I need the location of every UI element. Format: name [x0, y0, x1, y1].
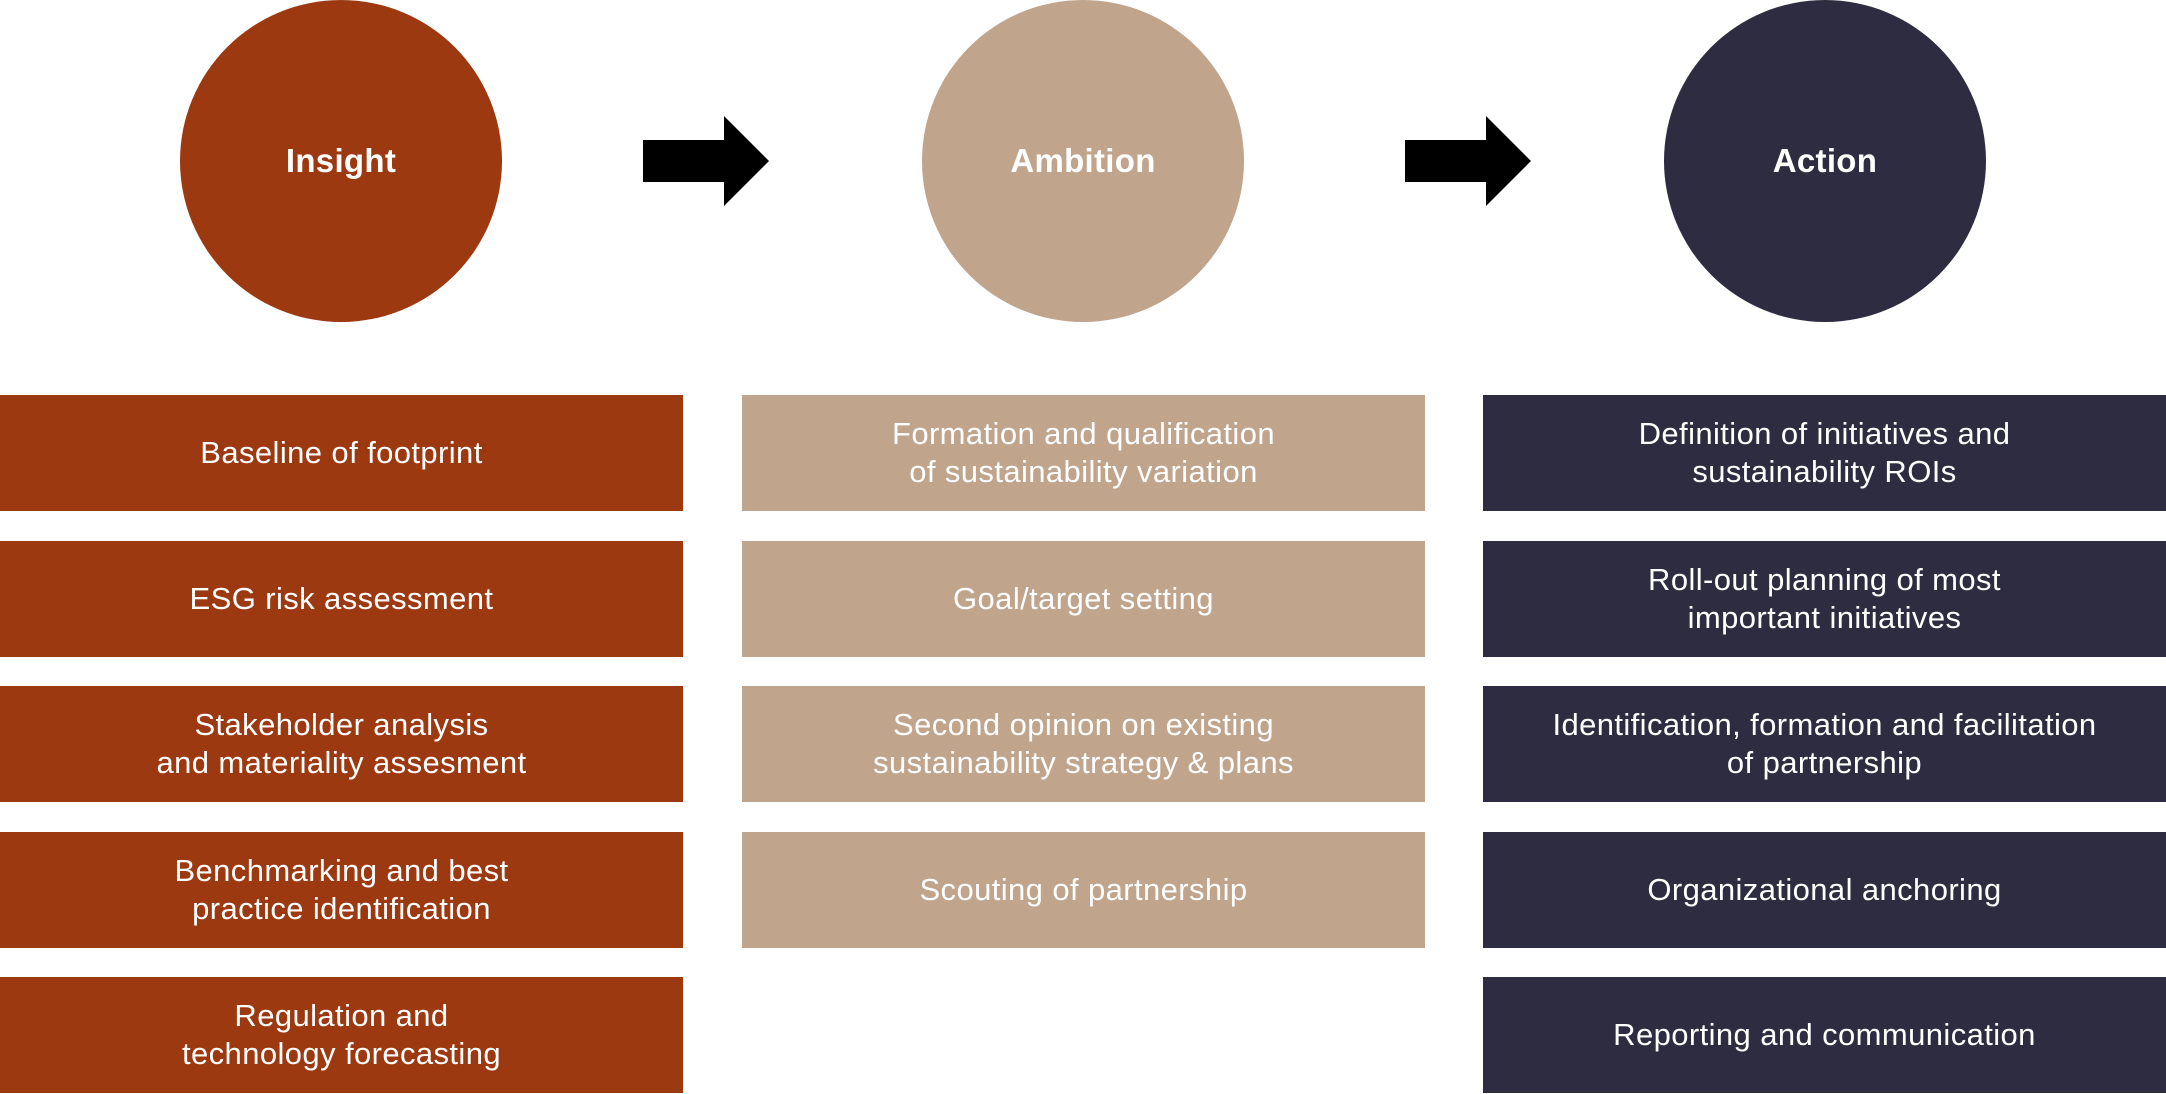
insight-item-box: Regulation and technology forecasting [0, 977, 683, 1093]
action-item-label: Reporting and communication [1613, 1017, 2036, 1052]
action-item-label: Definition of initiatives and sustainabi… [1638, 416, 2011, 489]
ambition-item-label: Formation and qualification of sustainab… [891, 416, 1275, 489]
stage-title-ambition: Ambition [1010, 142, 1156, 179]
ambition-item-box: Goal/target setting [742, 540, 1425, 657]
insight-item-label: Benchmarking and best practice identific… [174, 852, 509, 926]
ambition-item-label: Scouting of partnership [919, 871, 1248, 907]
insight-item-label: Stakeholder analysis and materiality ass… [156, 707, 527, 780]
action-item-box: Definition of initiatives and sustainabi… [1483, 395, 2166, 511]
insight-item-label: ESG risk assessment [189, 580, 494, 616]
ambition-item-box: Scouting of partnership [742, 831, 1425, 948]
circle-insight: Insight [180, 0, 502, 322]
insight-item-box: ESG risk assessment [0, 540, 683, 657]
insight-item-box: Benchmarking and best practice identific… [0, 831, 683, 948]
ambition-item-box: Second opinion on existing sustainabilit… [742, 686, 1425, 802]
insight-item-box: Stakeholder analysis and materiality ass… [0, 686, 683, 802]
action-item-label: Identification, formation and facilitati… [1552, 707, 2097, 780]
insight-item-label: Regulation and technology forecasting [182, 998, 501, 1071]
ambition-item-label: Second opinion on existing sustainabilit… [873, 707, 1294, 780]
action-item-box: Reporting and communication [1483, 977, 2166, 1093]
insight-item-box: Baseline of footprint [0, 395, 683, 511]
circle-ambition: Ambition [922, 0, 1244, 322]
ambition-item-label: Goal/target setting [953, 580, 1214, 616]
action-item-box: Organizational anchoring [1483, 831, 2166, 948]
ambition-item-box: Formation and qualification of sustainab… [742, 395, 1425, 511]
arrow-right-icon [643, 116, 769, 206]
action-item-box: Identification, formation and facilitati… [1483, 686, 2166, 802]
action-item-label: Roll-out planning of most important init… [1648, 561, 2001, 635]
action-item-label: Organizational anchoring [1647, 871, 2002, 907]
insight-item-label: Baseline of footprint [200, 435, 483, 470]
action-item-box: Roll-out planning of most important init… [1483, 540, 2166, 657]
stage-title-action: Action [1772, 142, 1878, 179]
stage-title-insight: Insight [285, 142, 397, 179]
arrow-right-icon [1405, 116, 1531, 206]
circle-action: Action [1664, 0, 1986, 322]
